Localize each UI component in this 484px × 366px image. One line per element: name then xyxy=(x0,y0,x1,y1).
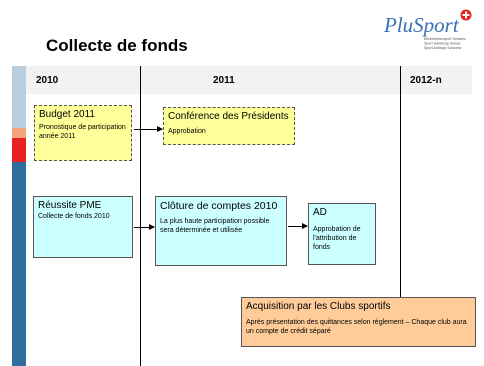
divider-2011-2012 xyxy=(400,66,401,298)
logo-cross-icon xyxy=(460,9,472,21)
arrow-reussite-to-cloture xyxy=(134,224,155,230)
cloture-box: Clôture de comptes 2010 La plus haute pa… xyxy=(155,196,287,266)
logo-tagline-2: Sport Handicap Suisse xyxy=(424,42,461,46)
plusport-logo: PluSport Behindertensport Schweiz Sport … xyxy=(380,6,472,54)
stripe-red xyxy=(12,138,26,162)
ad-sub: Approbation de l'attribution de fonds xyxy=(313,226,361,251)
year-2012-n: 2012-n xyxy=(410,75,442,86)
stripe-dark-blue xyxy=(12,162,26,366)
reussite-box: Réussite PME Collecte de fonds 2010 xyxy=(33,196,133,258)
reussite-sub: Collecte de fonds 2010 xyxy=(38,213,110,220)
stripe-peach xyxy=(12,128,26,138)
arrow-budget-to-conference xyxy=(134,126,163,132)
acquisition-box: Acquisition par les Clubs sportifs Après… xyxy=(241,297,476,347)
plusport-logo-graphic: PluSport Behindertensport Schweiz Sport … xyxy=(383,9,472,50)
logo-tagline-1: Behindertensport Schweiz xyxy=(424,37,466,41)
cloture-sub: La plus haute participation possible ser… xyxy=(160,218,270,234)
year-2010: 2010 xyxy=(36,75,59,86)
logo-tagline-3: Sport Andicap Svizzera xyxy=(424,46,461,50)
logo-wordmark: PluSport xyxy=(383,13,460,37)
acquisition-sub: Après présentation des quittances selon … xyxy=(246,319,467,335)
acquisition-title: Acquisition par les Clubs sportifs xyxy=(246,301,391,312)
year-2011: 2011 xyxy=(213,75,235,86)
cloture-title: Clôture de comptes 2010 xyxy=(160,200,278,212)
conference-title: Conférence des Présidents xyxy=(168,111,289,122)
budget-sub: Pronostique de participation année 2011 xyxy=(39,124,126,140)
ad-box: AD Approbation de l'attribution de fonds xyxy=(308,203,376,265)
conference-box: Conférence des Présidents Approbation xyxy=(163,107,295,145)
ad-title: AD xyxy=(313,207,327,218)
reussite-title: Réussite PME xyxy=(38,200,102,211)
arrow-cloture-to-ad xyxy=(288,223,308,229)
divider-2010-2011 xyxy=(140,66,141,366)
stripe-light-blue xyxy=(12,66,26,128)
conference-sub: Approbation xyxy=(168,128,206,135)
timeline-header xyxy=(26,66,472,94)
budget-box: Budget 2011 Pronostique de participation… xyxy=(34,105,132,161)
slide-title: Collecte de fonds xyxy=(46,36,188,55)
budget-title: Budget 2011 xyxy=(39,109,95,120)
